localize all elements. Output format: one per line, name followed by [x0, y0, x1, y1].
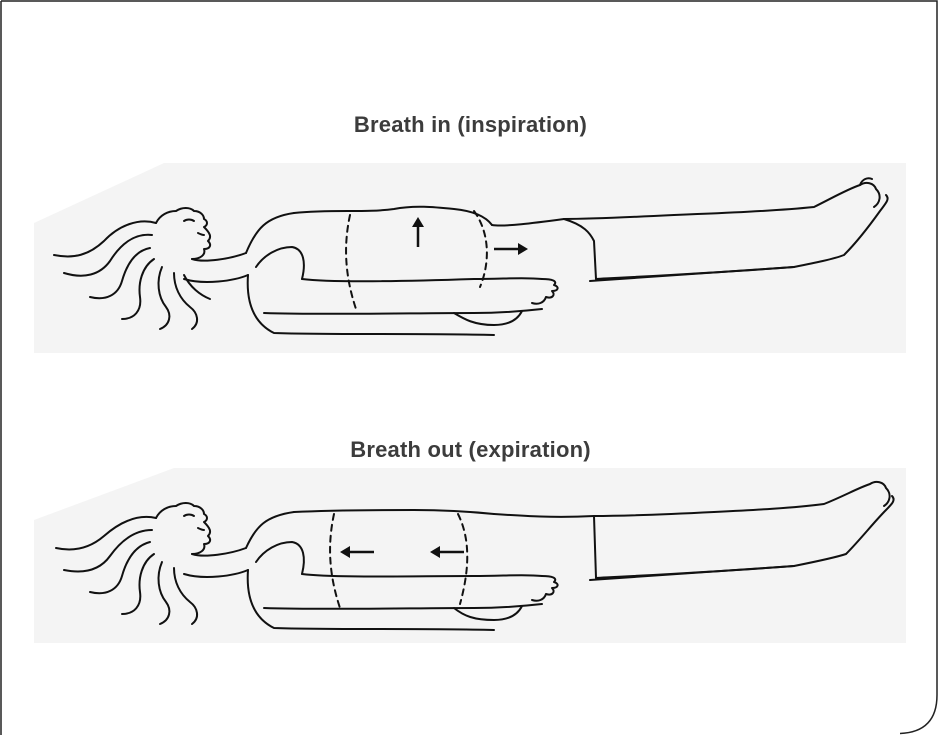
expiration-caption: Breath out (expiration) [0, 437, 941, 463]
inspiration-illustration [34, 163, 906, 353]
inspiration-caption: Breath in (inspiration) [0, 112, 941, 138]
expiration-illustration [34, 468, 906, 643]
mat-background [34, 163, 906, 353]
